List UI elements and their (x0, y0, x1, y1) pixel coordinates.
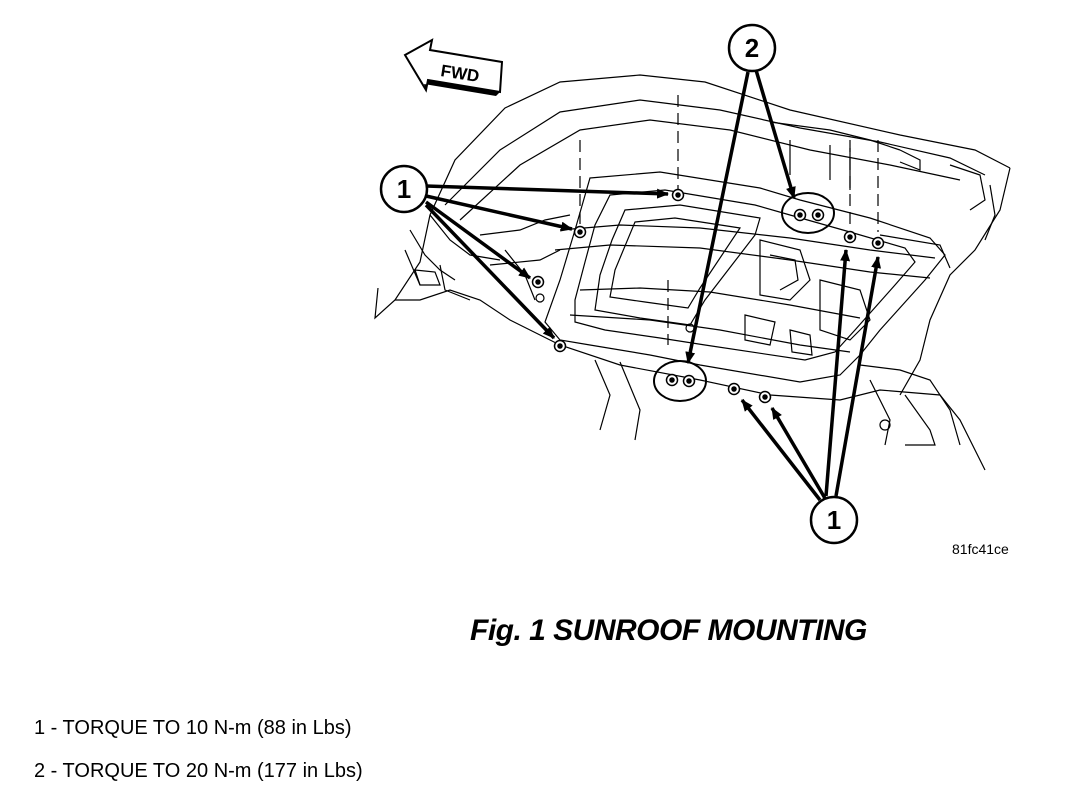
fastener-bolt (553, 339, 567, 353)
fastener-bolt (531, 275, 545, 289)
fastener-bolt (843, 230, 857, 244)
fwd-arrow: FWD (403, 38, 504, 96)
callout-1-left: 1 (379, 164, 429, 214)
fasteners (531, 188, 885, 404)
roof-structure (374, 74, 1011, 471)
fastener-bolt (682, 374, 696, 388)
fastener-bolt (665, 373, 679, 387)
reference-code: 81fc41ce (952, 541, 1009, 557)
fastener-bolt (671, 188, 685, 202)
legend-item: 1 - TORQUE TO 10 N-m (88 in Lbs) (34, 717, 352, 739)
legend-item: 2 - TORQUE TO 20 N-m (177 in Lbs) (34, 760, 363, 782)
legend: 1 - TORQUE TO 10 N-m (88 in Lbs) 2 - TOR… (34, 707, 363, 793)
fastener-bolt (727, 382, 741, 396)
callout-number: 1 (397, 174, 411, 204)
callout-1-bottom: 1 (809, 495, 859, 545)
figure-caption: Fig. 1 SUNROOF MOUNTING (470, 614, 867, 647)
callout-number: 1 (827, 505, 841, 535)
highlight-ellipse-front-pair (653, 360, 707, 402)
fastener-bolt (573, 225, 587, 239)
leader-arrows (424, 69, 882, 502)
callout-number: 2 (745, 33, 759, 63)
fastener-bolt (758, 390, 772, 404)
fastener-bolt (871, 236, 885, 250)
fastener-bolt (793, 208, 807, 222)
callout-2-top: 2 (727, 23, 777, 73)
sunroof-mounting-diagram: FWD 1 2 1 81fc41ce (374, 23, 1011, 557)
fastener-bolt (811, 208, 825, 222)
highlight-ellipse-rear-pair (781, 192, 835, 234)
